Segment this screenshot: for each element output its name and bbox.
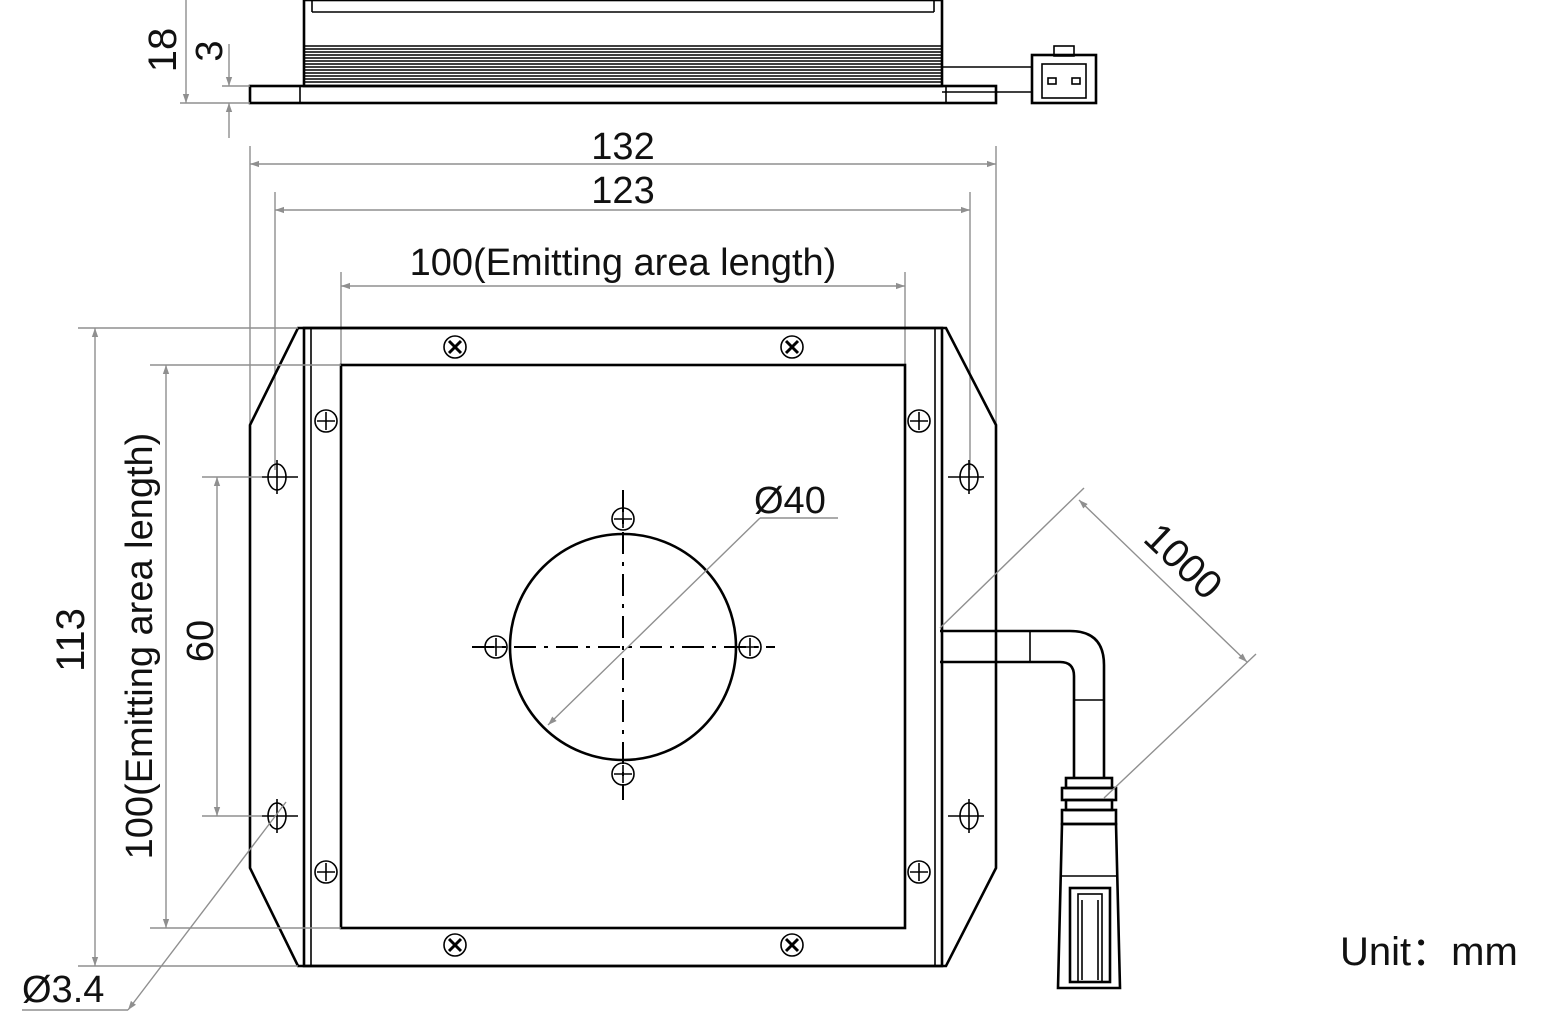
- mounting-hole: [262, 799, 298, 833]
- center-screw: [611, 762, 635, 786]
- cable: 1000: [939, 487, 1257, 990]
- inner-frame: [302, 326, 944, 968]
- rail-screw: [314, 409, 338, 433]
- width-holes-label: 123: [591, 170, 654, 212]
- rail-screw: [314, 860, 338, 884]
- mounting-hole: [262, 460, 298, 494]
- width-total-label: 132: [591, 126, 654, 168]
- emitting-width-label: 100(Emitting area length): [410, 242, 837, 284]
- frame-screw: [443, 933, 467, 957]
- front-view: Ø40: [248, 326, 998, 968]
- emitting-height-label: 100(Emitting area length): [119, 433, 161, 860]
- hole-spacing-label: 60: [180, 620, 222, 662]
- frame-screw: [780, 335, 804, 359]
- hole-diameter-callout: Ø3.4: [22, 801, 287, 1011]
- heat-sink-fins: [304, 48, 942, 83]
- cable-connector: [1056, 776, 1122, 990]
- height-base-label: 3: [189, 40, 231, 61]
- frame-screw: [780, 933, 804, 957]
- width-dimensions: 132 123 100(Emitting area length): [249, 126, 997, 483]
- height-total-label: 18: [141, 28, 185, 73]
- diameter-center-label: Ø40: [754, 480, 826, 522]
- hole-diameter-label: Ø3.4: [22, 969, 104, 1011]
- mounting-hole: [948, 460, 984, 494]
- mounting-hole: [948, 799, 984, 833]
- side-view: 18 3: [141, 0, 1098, 138]
- cable-length-label: 1000: [1136, 515, 1231, 608]
- center-screw: [611, 507, 635, 531]
- height-dimensions: 113 100(Emitting area length) 60: [49, 327, 341, 967]
- connector-side: [1030, 45, 1098, 105]
- rail-screw: [907, 860, 931, 884]
- emitting-area: [339, 363, 907, 930]
- frame-screw: [443, 335, 467, 359]
- height-outer-label: 113: [49, 608, 93, 672]
- outer-plate: [248, 326, 998, 968]
- unit-label: Unit：mm: [1340, 930, 1518, 974]
- rail-screw: [907, 409, 931, 433]
- center-screw: [484, 635, 508, 659]
- center-screw: [738, 635, 762, 659]
